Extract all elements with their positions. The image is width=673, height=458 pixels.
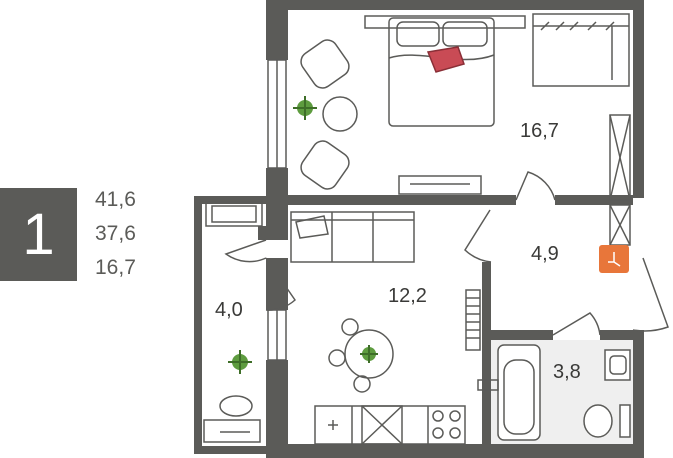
windows bbox=[267, 59, 631, 361]
summary-panel: 1 41,6 37,6 16,7 bbox=[0, 0, 190, 458]
balcony-cabinet bbox=[205, 201, 263, 227]
wardrobe bbox=[532, 13, 630, 87]
bedroom-plant-icon bbox=[293, 96, 317, 120]
sink bbox=[604, 349, 631, 381]
room-label-balcony: 4,0 bbox=[215, 299, 243, 321]
room-label-living-kitchen: 12,2 bbox=[388, 285, 427, 307]
kitchen-counter bbox=[314, 405, 466, 445]
radiator bbox=[465, 289, 481, 351]
total-area: 41,6 bbox=[95, 188, 136, 211]
room-count-badge: 1 bbox=[0, 188, 77, 281]
toilet bbox=[583, 404, 631, 438]
bedroom-area: 16,7 bbox=[95, 256, 136, 279]
boiler-icon bbox=[599, 245, 629, 273]
sofa bbox=[290, 211, 415, 263]
armchairs-table bbox=[300, 39, 482, 195]
balcony-plant-icon bbox=[228, 350, 252, 374]
living-area: 37,6 bbox=[95, 222, 136, 245]
walls bbox=[194, 0, 644, 458]
balcony-desk bbox=[203, 395, 261, 443]
room-label-bedroom: 16,7 bbox=[520, 120, 559, 142]
room-label-bathroom: 3,8 bbox=[553, 361, 581, 383]
bathtub bbox=[477, 344, 541, 441]
dining-table bbox=[328, 318, 394, 393]
table-plant-icon bbox=[360, 345, 378, 363]
bed bbox=[364, 15, 526, 127]
room-label-hall: 4,9 bbox=[531, 243, 559, 265]
doors bbox=[224, 171, 669, 336]
